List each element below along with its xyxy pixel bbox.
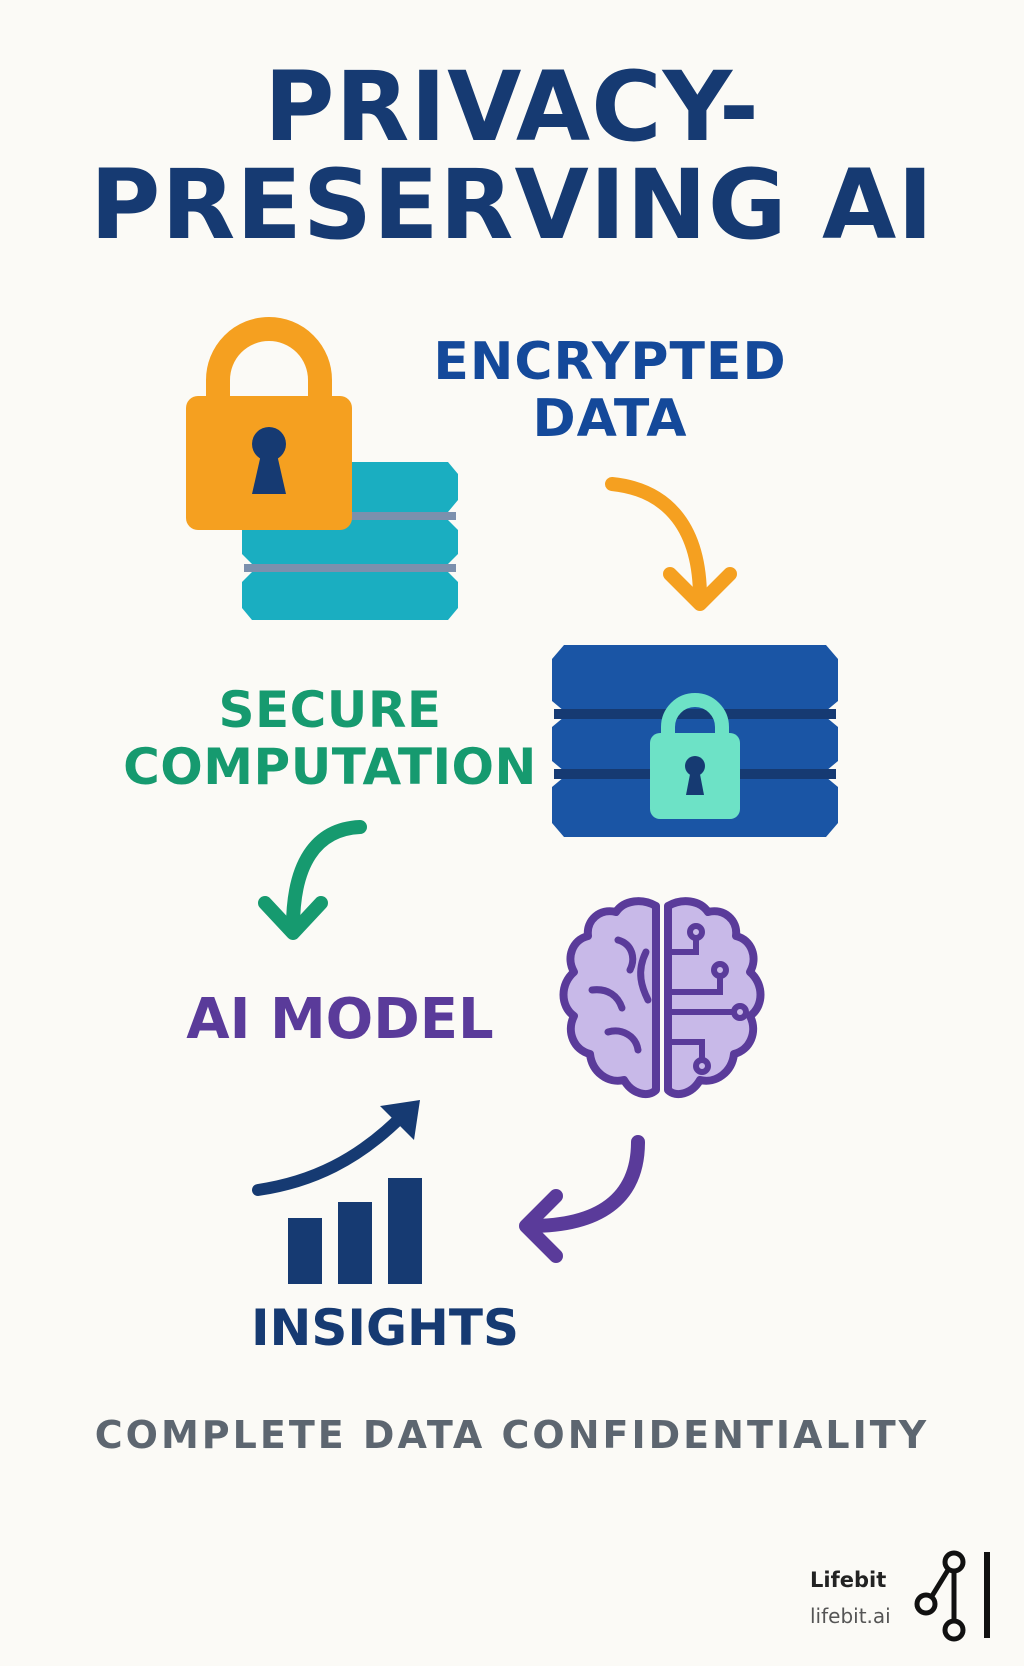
arrow-encrypted-to-secure bbox=[605, 477, 737, 611]
step-secure-computation-label: SECURE COMPUTATION bbox=[123, 681, 537, 796]
step-encrypted-data-label: ENCRYPTED DATA bbox=[433, 332, 787, 449]
arrow-secure-to-model bbox=[258, 820, 367, 940]
title-line-2: PRESERVING AI bbox=[89, 149, 935, 261]
page-title: PRIVACY- PRESERVING AI bbox=[0, 58, 1024, 254]
brand-url: lifebit.ai bbox=[810, 1604, 891, 1628]
step-ai-model-label: AI MODEL bbox=[186, 987, 494, 1052]
bar-chart-growth-icon bbox=[252, 1100, 422, 1284]
brain-circuit-icon bbox=[559, 897, 765, 1099]
arrow-model-to-insights bbox=[519, 1135, 645, 1263]
tagline: COMPLETE DATA CONFIDENTIALITY bbox=[94, 1413, 930, 1457]
title-line-1: PRIVACY- bbox=[264, 51, 760, 163]
locked-database-icon bbox=[552, 645, 838, 837]
step-insights-label: INSIGHTS bbox=[250, 1299, 520, 1357]
padlock-icon bbox=[186, 317, 352, 530]
brand-name: Lifebit bbox=[810, 1568, 887, 1592]
lifebit-logo-icon bbox=[914, 1550, 990, 1642]
